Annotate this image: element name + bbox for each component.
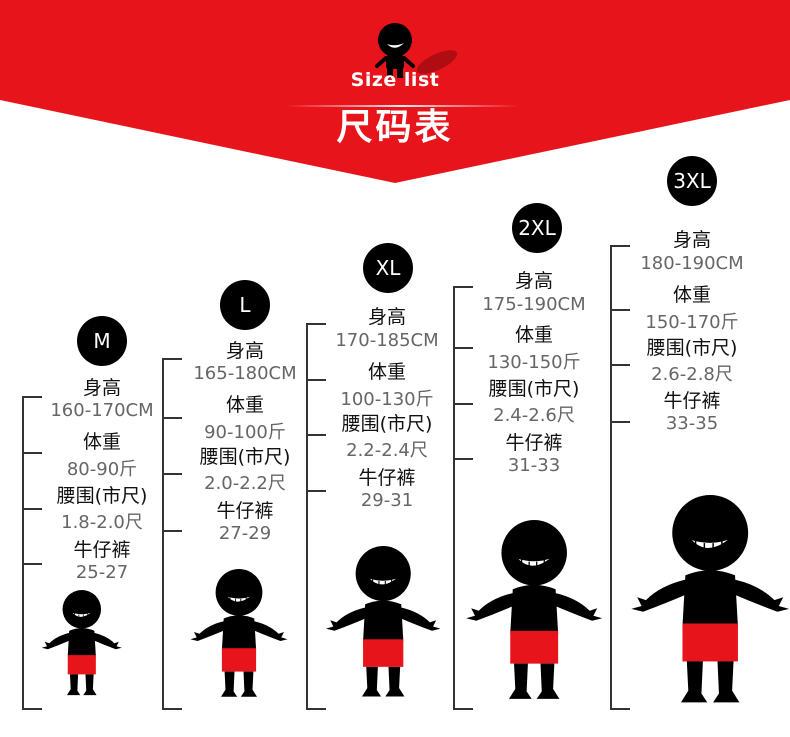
ruler-tick [22,708,42,710]
ruler-tick [306,708,326,710]
ruler-tick [453,708,473,710]
height-value: 165-180CM [193,363,297,384]
jeans-label: 牛仔裤 [216,500,274,522]
waist-value: 2.2-2.4尺 [346,440,428,461]
mascot-figure [325,546,441,697]
ruler-tick [453,403,473,405]
title-english: Size list [350,69,440,91]
ruler-tick [610,309,630,311]
weight-value: 150-170斤 [645,312,739,333]
ruler-line [610,245,612,710]
size-badge: 2XL [512,203,562,253]
weight-label: 体重 [367,361,406,383]
weight-label: 体重 [514,324,553,346]
weight-value: 130-150斤 [487,352,581,373]
waist-label: 腰围(市尺) [199,446,291,468]
height-label: 身高 [514,270,553,292]
waist-value: 1.8-2.0尺 [61,512,143,533]
size-badge: L [220,280,270,330]
height-value: 175-190CM [482,294,586,315]
ruler-tick [453,347,473,349]
ruler-tick [453,458,473,460]
ruler-tick [610,245,630,247]
ruler-tick [306,323,326,325]
mascot-icon [375,23,458,78]
height-value: 160-170CM [50,400,154,421]
weight-label: 体重 [225,394,264,416]
waist-label: 腰围(市尺) [56,485,148,507]
weight-value: 80-90斤 [66,459,138,480]
jeans-label: 牛仔裤 [663,390,721,412]
height-value: 170-185CM [335,330,439,351]
size-badge: M [77,316,127,366]
header-banner [0,0,790,183]
mascot-figure [42,590,122,696]
height-value: 180-190CM [640,253,744,274]
ruler-tick [610,364,630,366]
height-label: 身高 [225,340,264,362]
height-label: 身高 [367,306,406,328]
weight-label: 体重 [672,284,711,306]
ruler-tick [22,508,42,510]
weight-value: 90-100斤 [204,422,286,443]
ruler-line [22,396,24,710]
jeans-value: 27-29 [218,523,272,544]
mascot-figure [465,520,603,699]
ruler-tick [306,490,326,492]
jeans-label: 牛仔裤 [505,432,563,454]
size-badge: XL [363,243,413,293]
ruler-tick [22,396,42,398]
waist-label: 腰围(市尺) [488,378,580,400]
waist-label: 腰围(市尺) [341,413,433,435]
ruler-tick [306,379,326,381]
mascot-figure [190,569,288,697]
title-divider [285,105,520,107]
ruler-tick [453,286,473,288]
weight-label: 体重 [82,431,121,453]
jeans-label: 牛仔裤 [73,539,131,561]
ruler-tick [610,421,630,423]
ruler-tick [162,473,182,475]
ruler-tick [162,708,182,710]
ruler-tick [610,708,630,710]
mascot-figure [631,495,789,703]
jeans-value: 31-33 [507,455,561,476]
banner-red-shape [0,0,790,183]
ruler-tick [22,563,42,565]
jeans-label: 牛仔裤 [358,467,416,489]
size-badge: 3XL [667,156,717,206]
ruler-tick [162,530,182,532]
title-chinese: 尺码表 [336,107,454,148]
waist-value: 2.4-2.6尺 [493,405,575,426]
height-label: 身高 [672,229,711,251]
waist-value: 2.0-2.2尺 [204,473,286,494]
ruler-tick [162,417,182,419]
ruler-tick [162,358,182,360]
ruler-line [453,286,455,710]
ruler-line [306,323,308,710]
jeans-value: 29-31 [360,490,414,511]
waist-label: 腰围(市尺) [646,337,738,359]
waist-value: 2.6-2.8尺 [651,364,733,385]
jeans-value: 25-27 [75,562,129,583]
ruler-tick [306,434,326,436]
ruler-line [162,358,164,710]
height-label: 身高 [82,377,121,399]
jeans-value: 33-35 [665,413,719,434]
ruler-tick [22,452,42,454]
weight-value: 100-130斤 [340,389,434,410]
